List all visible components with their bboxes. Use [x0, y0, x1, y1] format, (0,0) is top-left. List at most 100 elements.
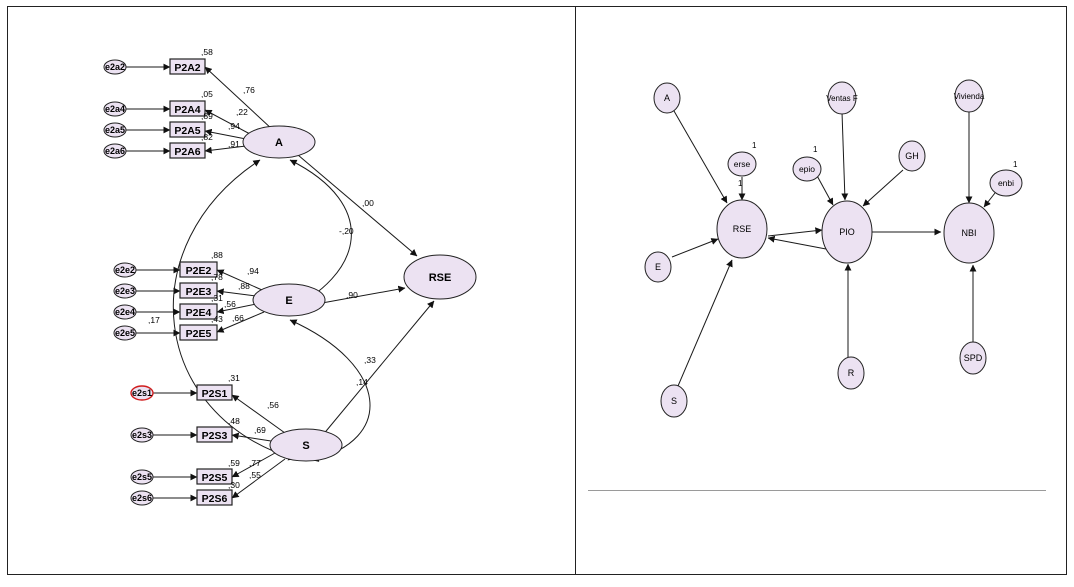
fixed-epio-label: 1 [813, 145, 818, 154]
svg-text:P2S5: P2S5 [202, 472, 228, 484]
node-rse: RSE [716, 199, 768, 259]
svg-text:e2a5: e2a5 [105, 125, 125, 135]
svg-text:e2a6: e2a6 [105, 146, 125, 156]
svg-text:P2E5: P2E5 [186, 328, 212, 340]
r2-p2a6: ,82 [201, 132, 213, 142]
node-pio: PIO [821, 200, 873, 264]
svg-text:P2A2: P2A2 [174, 62, 200, 74]
svg-text:P2E3: P2E3 [186, 286, 212, 298]
error-e2a4: e2a4 [103, 101, 127, 117]
r2-p2s6: ,30 [228, 480, 240, 490]
loading-p2a6: ,91 [228, 139, 240, 149]
left-panel-sem-diagram: e2a2 e2a4 e2a5 e2a6 e2e2 e2e3 e2e4 e2e5 … [103, 47, 477, 506]
item-p2a2: P2A2 [169, 58, 206, 75]
loading-p2s1: ,56 [267, 400, 279, 410]
loading-p2a4: ,22 [236, 107, 248, 117]
error-e2e5: e2e5 [113, 325, 137, 341]
loading-p2e2: ,94 [247, 266, 259, 276]
item-p2s1: P2S1 [196, 384, 233, 401]
node-gh: GH [898, 140, 926, 172]
svg-text:RSE: RSE [429, 272, 452, 284]
loading-p2s5: ,77 [249, 458, 261, 468]
svg-text:P2S1: P2S1 [202, 388, 228, 400]
svg-text:Vivienda: Vivienda [954, 92, 985, 101]
svg-text:e2s5: e2s5 [132, 472, 152, 482]
node-spd: SPD [959, 341, 987, 375]
path-s-rse-label: ,33 [364, 355, 376, 365]
svg-text:S: S [671, 396, 677, 406]
factor-rse: RSE [403, 254, 477, 300]
svg-text:P2S3: P2S3 [202, 430, 228, 442]
node-erse: erse [727, 151, 757, 177]
r2-p2e5: ,43 [211, 314, 223, 324]
r2-p2e3: ,78 [211, 272, 223, 282]
svg-text:E: E [655, 262, 661, 272]
svg-text:SPD: SPD [964, 353, 983, 363]
svg-text:NBI: NBI [961, 228, 976, 238]
error-e2e4: e2e4 [113, 304, 137, 320]
path-a-rse-label: ,00 [362, 198, 374, 208]
svg-text:P2E4: P2E4 [186, 307, 212, 319]
svg-text:e2s6: e2s6 [132, 493, 152, 503]
cov-e-s-label: ,14 [356, 377, 368, 387]
item-p2e3: P2E3 [179, 282, 218, 299]
svg-text:epio: epio [799, 164, 815, 174]
svg-text:P2A6: P2A6 [174, 146, 200, 158]
svg-text:A: A [664, 93, 670, 103]
error-e2s3: e2s3 [130, 427, 154, 443]
item-p2e2: P2E2 [179, 261, 218, 278]
node-a: A [653, 82, 681, 114]
svg-text:PIO: PIO [839, 227, 855, 237]
svg-text:e2e3: e2e3 [115, 286, 135, 296]
r2-p2a2: ,58 [201, 47, 213, 57]
r2-p2s5: ,59 [228, 458, 240, 468]
item-p2e4: P2E4 [179, 303, 218, 320]
svg-text:e2s1: e2s1 [132, 388, 152, 398]
svg-text:e2s3: e2s3 [132, 430, 152, 440]
item-p2a6: P2A6 [169, 142, 206, 159]
item-p2s3: P2S3 [196, 426, 233, 443]
svg-text:R: R [848, 368, 855, 378]
svg-text:P2A4: P2A4 [174, 104, 200, 116]
figure-frame [7, 6, 1067, 575]
error-e2a2: e2a2 [103, 59, 127, 75]
loading-p2e5: ,66 [232, 313, 244, 323]
node-vivienda: Vivienda [954, 79, 985, 113]
error-e2s6: e2s6 [130, 490, 154, 506]
error-e2e3: e2e3 [113, 283, 137, 299]
fixed-note-label: 1 [738, 179, 743, 188]
svg-text:e2e2: e2e2 [115, 265, 135, 275]
item-p2s5: P2S5 [196, 468, 233, 485]
error-e2s1: e2s1 [130, 385, 154, 401]
svg-text:e2a4: e2a4 [105, 104, 125, 114]
error-e2e2: e2e2 [113, 262, 137, 278]
node-ventas-f: Ventas F [826, 81, 858, 115]
loading-p2s6: ,55 [249, 470, 261, 480]
svg-text:RSE: RSE [733, 224, 752, 234]
node-r: R [837, 356, 865, 390]
factor-s: S [269, 428, 343, 462]
svg-text:A: A [275, 137, 283, 149]
cov-a-e-label: -,20 [339, 226, 354, 236]
r2-p2s3: ,48 [228, 416, 240, 426]
item-p2a5: P2A5 [169, 121, 206, 138]
fixed-erse-label: 1 [752, 141, 757, 150]
r2-p2s1: ,31 [228, 373, 240, 383]
svg-text:GH: GH [905, 151, 919, 161]
svg-text:e2e5: e2e5 [115, 328, 135, 338]
r2-p2e4: ,31 [211, 293, 223, 303]
svg-text:e2a2: e2a2 [105, 62, 125, 72]
item-p2e5: P2E5 [179, 324, 218, 341]
r2-p2e2: ,88 [211, 250, 223, 260]
svg-text:E: E [285, 295, 292, 307]
cov-a-s-label: ,17 [148, 315, 160, 325]
item-p2s6: P2S6 [196, 489, 233, 506]
node-epio: epio [792, 156, 822, 182]
node-s: S [660, 384, 688, 418]
path-e-rse-label: ,90 [346, 290, 358, 300]
r2-p2a4: ,05 [201, 89, 213, 99]
loading-p2a5: ,94 [228, 121, 240, 131]
node-e: E [644, 251, 672, 283]
